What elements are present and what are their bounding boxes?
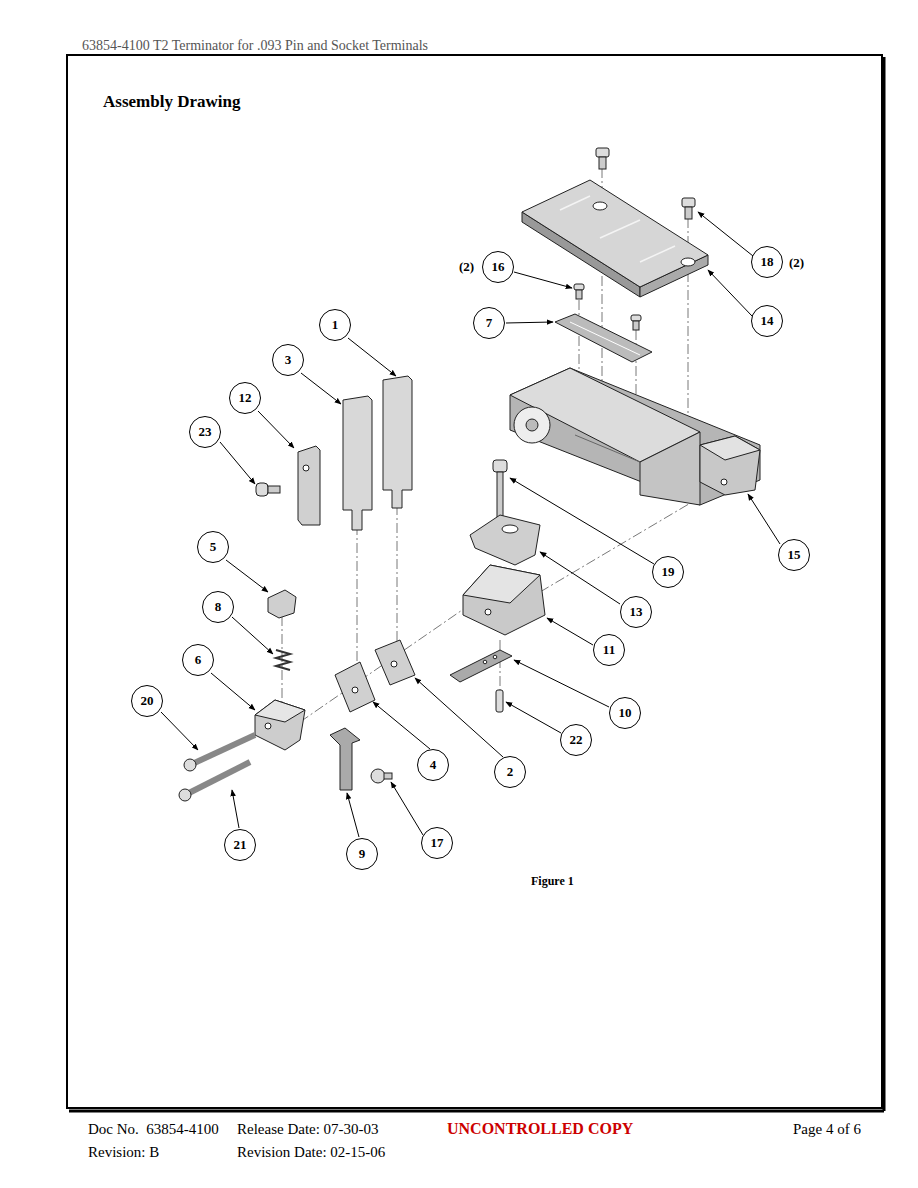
callout-number: 23 xyxy=(189,416,221,448)
callout-number: 13 xyxy=(620,596,652,628)
callout-number: 22 xyxy=(560,724,592,756)
drawing-title: Assembly Drawing xyxy=(103,92,240,112)
callout-text: 11 xyxy=(603,642,615,658)
callout-text: 14 xyxy=(761,313,774,329)
callout-text: 10 xyxy=(619,705,632,721)
callout-number: 9 xyxy=(346,838,378,870)
callout-number: 11 xyxy=(593,634,625,666)
callout-number: 18 xyxy=(751,246,783,278)
center-lines xyxy=(282,168,726,722)
callout-text: 13 xyxy=(630,604,643,620)
callout-text: 16 xyxy=(492,259,505,275)
callout-text: 4 xyxy=(430,757,437,773)
footer-text: UNCONTROLLED COPY xyxy=(447,1120,633,1138)
callout-text: 17 xyxy=(431,835,444,851)
callout-text: 3 xyxy=(285,352,292,368)
callout-text: 7 xyxy=(486,315,493,331)
callout-number: 3 xyxy=(272,344,304,376)
callout-number: 8 xyxy=(202,591,234,623)
callout-number: 16 xyxy=(482,251,514,283)
footer-text: Doc No. 63854-4100 xyxy=(88,1121,219,1138)
footer-text: Release Date: 07-30-03 xyxy=(237,1121,379,1138)
callout-text: 12 xyxy=(239,390,252,406)
callout-number: 2 xyxy=(494,756,526,788)
callout-number: 21 xyxy=(224,829,256,861)
quantity-note: (2) xyxy=(459,259,474,275)
callout-number: 7 xyxy=(473,307,505,339)
footer-text: Page 4 of 6 xyxy=(793,1121,861,1138)
page-frame xyxy=(67,55,882,1108)
callout-text: 6 xyxy=(195,652,202,668)
callout-text: 19 xyxy=(662,564,675,580)
callout-text: 18 xyxy=(761,254,774,270)
callout-text: 23 xyxy=(199,424,212,440)
figure-caption: Figure 1 xyxy=(531,874,574,889)
callout-number: 15 xyxy=(778,539,810,571)
callout-number: 14 xyxy=(751,305,783,337)
footer-text: Revision: B xyxy=(88,1144,159,1161)
callout-text: 21 xyxy=(234,837,247,853)
callout-text: 1 xyxy=(332,317,339,333)
callout-number: 20 xyxy=(131,685,163,717)
callout-number: 4 xyxy=(417,749,449,781)
callout-number: 10 xyxy=(609,697,641,729)
frame-shadow xyxy=(69,1110,884,1113)
callout-number: 19 xyxy=(652,556,684,588)
frame-shadow xyxy=(883,57,886,1111)
callout-number: 17 xyxy=(421,827,453,859)
callout-text: 15 xyxy=(788,547,801,563)
callout-text: 20 xyxy=(141,693,154,709)
quantity-note: (2) xyxy=(789,255,804,271)
footer-text: Revision Date: 02-15-06 xyxy=(237,1144,385,1161)
callout-number: 12 xyxy=(229,382,261,414)
callout-text: 2 xyxy=(507,764,514,780)
callout-text: 9 xyxy=(359,846,366,862)
callout-text: 5 xyxy=(210,539,217,555)
callout-text: 8 xyxy=(215,599,222,615)
callout-number: 1 xyxy=(319,309,351,341)
callout-number: 6 xyxy=(182,644,214,676)
callout-text: 22 xyxy=(570,732,583,748)
header-text: 63854-4100 T2 Terminator for .093 Pin an… xyxy=(82,38,428,54)
leader-lines xyxy=(161,212,780,837)
parts xyxy=(179,148,760,801)
callout-number: 5 xyxy=(197,531,229,563)
